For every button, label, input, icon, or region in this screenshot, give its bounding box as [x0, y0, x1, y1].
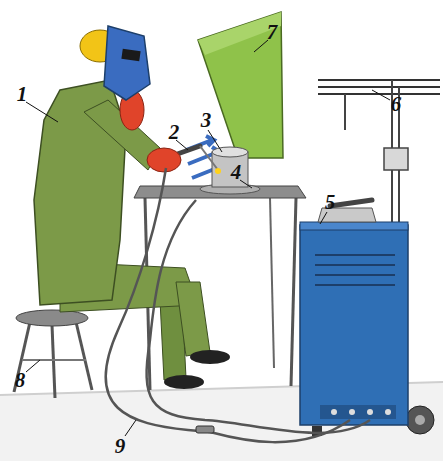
vent [315, 274, 395, 276]
terminal [349, 409, 355, 415]
stool-ring [22, 359, 86, 361]
electrode [200, 146, 218, 170]
leader-line [26, 360, 40, 372]
callout-number: 4 [231, 162, 242, 183]
terminal [331, 409, 337, 415]
spare-holder [330, 200, 372, 206]
callout-number: 8 [15, 370, 26, 391]
terminal [385, 409, 391, 415]
leg [176, 282, 210, 356]
leader-line [125, 420, 136, 436]
workpiece-top [212, 147, 248, 157]
shoe [164, 375, 204, 389]
leader-line [240, 180, 252, 188]
hood-rim [198, 12, 281, 55]
callout-number: 7 [267, 22, 278, 43]
wheel [406, 406, 434, 434]
leader-line [320, 212, 327, 224]
stool-leg [76, 322, 92, 390]
glove [147, 148, 181, 172]
switch-box [384, 148, 408, 170]
mains-wire [318, 86, 440, 88]
return-cable [147, 200, 370, 433]
vent [315, 264, 395, 266]
shoe [190, 350, 230, 364]
welding-cable [106, 168, 350, 442]
leader-line [254, 40, 268, 52]
welding-shield [104, 26, 150, 100]
mains-wire [318, 79, 440, 81]
callout-number: 2 [169, 122, 180, 143]
table-leg [291, 198, 296, 386]
shield-window [121, 49, 140, 61]
terminal [367, 409, 373, 415]
stool-seat [16, 310, 88, 326]
machine-top [300, 222, 408, 230]
stool-leg [52, 325, 55, 398]
callout-number: 9 [115, 436, 126, 457]
stool-leg [14, 322, 30, 392]
vent [315, 254, 395, 256]
leader-line [26, 102, 58, 122]
callout-number: 6 [391, 94, 402, 115]
vent [315, 284, 395, 286]
callout-number: 5 [325, 192, 336, 213]
table-leg [270, 198, 274, 368]
cable-connector [196, 426, 214, 433]
callout-number: 1 [17, 84, 28, 105]
control-panel [320, 405, 396, 419]
arc-spark [215, 168, 221, 174]
leader-line [208, 130, 222, 152]
fume-hood [198, 12, 283, 158]
supply-cable [344, 94, 346, 130]
wheel-hub [415, 415, 425, 425]
welding-machine [300, 225, 408, 425]
leader-line [372, 90, 390, 100]
callout-number: 3 [201, 110, 212, 131]
